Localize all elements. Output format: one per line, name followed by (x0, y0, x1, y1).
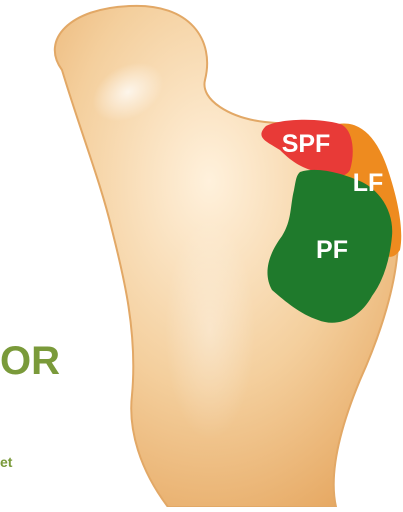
pf-label: PF (316, 236, 348, 264)
cropped-caption-text: et (0, 454, 12, 470)
lf-label: LF (353, 169, 384, 197)
cropped-heading-text: OR (0, 341, 60, 381)
spf-label: SPF (282, 130, 331, 158)
shaft-highlight (165, 220, 255, 440)
